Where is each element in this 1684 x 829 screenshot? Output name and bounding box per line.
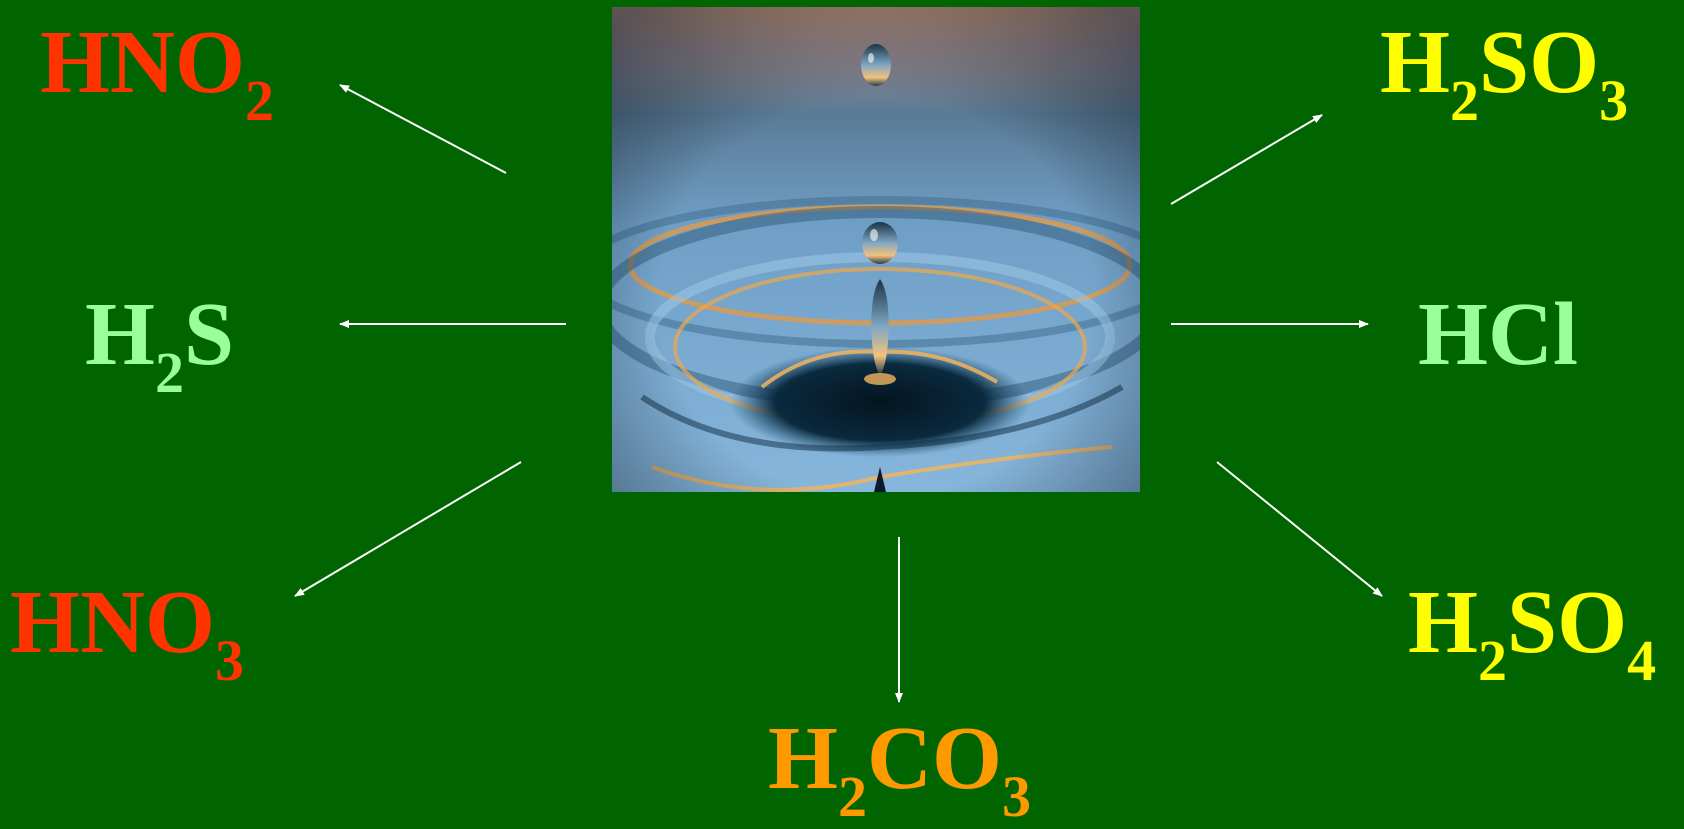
formula-symbol: SO bbox=[1507, 573, 1628, 672]
arrow-to-hno3 bbox=[294, 461, 522, 597]
formula-symbol: HNO bbox=[10, 573, 216, 672]
formula-subscript: 2 bbox=[1450, 68, 1480, 133]
formula-symbol: HNO bbox=[40, 13, 246, 112]
arrow-to-hno2 bbox=[339, 84, 507, 174]
water-drop-image bbox=[612, 7, 1140, 492]
formula-h2so4: H2SO4 bbox=[1408, 578, 1656, 690]
formula-subscript: 2 bbox=[245, 68, 275, 133]
formula-symbol: H bbox=[1380, 13, 1451, 112]
formula-h2co3: H2CO3 bbox=[768, 714, 1031, 826]
formula-subscript: 3 bbox=[1599, 68, 1629, 133]
formula-hcl: HCl bbox=[1418, 290, 1578, 380]
arrow-to-h2so3 bbox=[1170, 114, 1323, 205]
formula-symbol: SO bbox=[1479, 13, 1600, 112]
formula-h2so3: H2SO3 bbox=[1380, 18, 1628, 130]
formula-subscript: 3 bbox=[215, 628, 245, 693]
formula-symbol: H bbox=[1408, 573, 1479, 672]
formula-subscript: 4 bbox=[1627, 628, 1657, 693]
formula-h2s: H2S bbox=[85, 290, 234, 402]
formula-subscript: 2 bbox=[838, 764, 868, 829]
formula-subscript: 2 bbox=[1478, 628, 1508, 693]
formula-symbol: H bbox=[768, 709, 839, 808]
formula-symbol: HCl bbox=[1418, 285, 1579, 384]
arrow-to-h2so4 bbox=[1216, 461, 1383, 597]
formula-hno2: HNO2 bbox=[40, 18, 274, 130]
formula-subscript: 2 bbox=[155, 340, 185, 405]
formula-subscript: 3 bbox=[1002, 764, 1032, 829]
formula-symbol: S bbox=[184, 285, 235, 384]
formula-symbol: CO bbox=[867, 709, 1003, 808]
formula-symbol: H bbox=[85, 285, 156, 384]
formula-hno3: HNO3 bbox=[10, 578, 244, 690]
